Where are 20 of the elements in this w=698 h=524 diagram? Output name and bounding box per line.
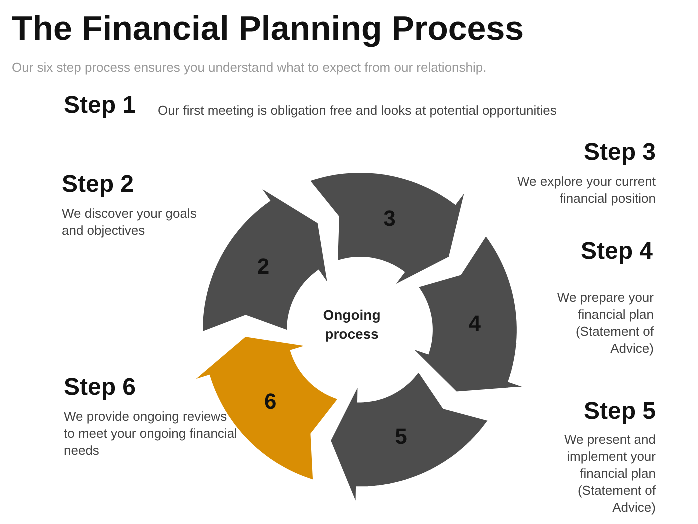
step-heading: Step 2 [62, 171, 134, 199]
step-number: 5 [395, 424, 408, 450]
step-heading: Step 4 [580, 238, 653, 266]
step-number: 6 [264, 389, 277, 416]
step-number: 3 [384, 206, 396, 232]
step-description: We provide ongoing reviews to meet your ongoing financial needs [64, 408, 238, 459]
step-heading: Step 5 [584, 398, 656, 426]
step-description: We present and implement your financial plan (Statement of Advice) [563, 431, 656, 516]
center-label: Ongoing process [322, 306, 382, 344]
step-heading: Step 3 [584, 139, 656, 167]
step-number: 2 [257, 254, 270, 280]
title: The Financial Planning Process [12, 10, 524, 49]
step-description: We explore your current financial position [516, 173, 656, 207]
step-description: Our first meeting is obligation free and looks at potential opportunities [158, 102, 558, 119]
step-heading: Step 6 [64, 374, 136, 402]
step-heading: Step 1 [64, 92, 136, 120]
step-number: 4 [468, 310, 481, 337]
step-description: We discover your goals and objectives [62, 205, 198, 239]
step-description: We prepare your financial plan (Statement of Advice) [556, 289, 654, 357]
subtitle: Our six step process ensures you understand what to expect from our relationship. [12, 60, 487, 75]
